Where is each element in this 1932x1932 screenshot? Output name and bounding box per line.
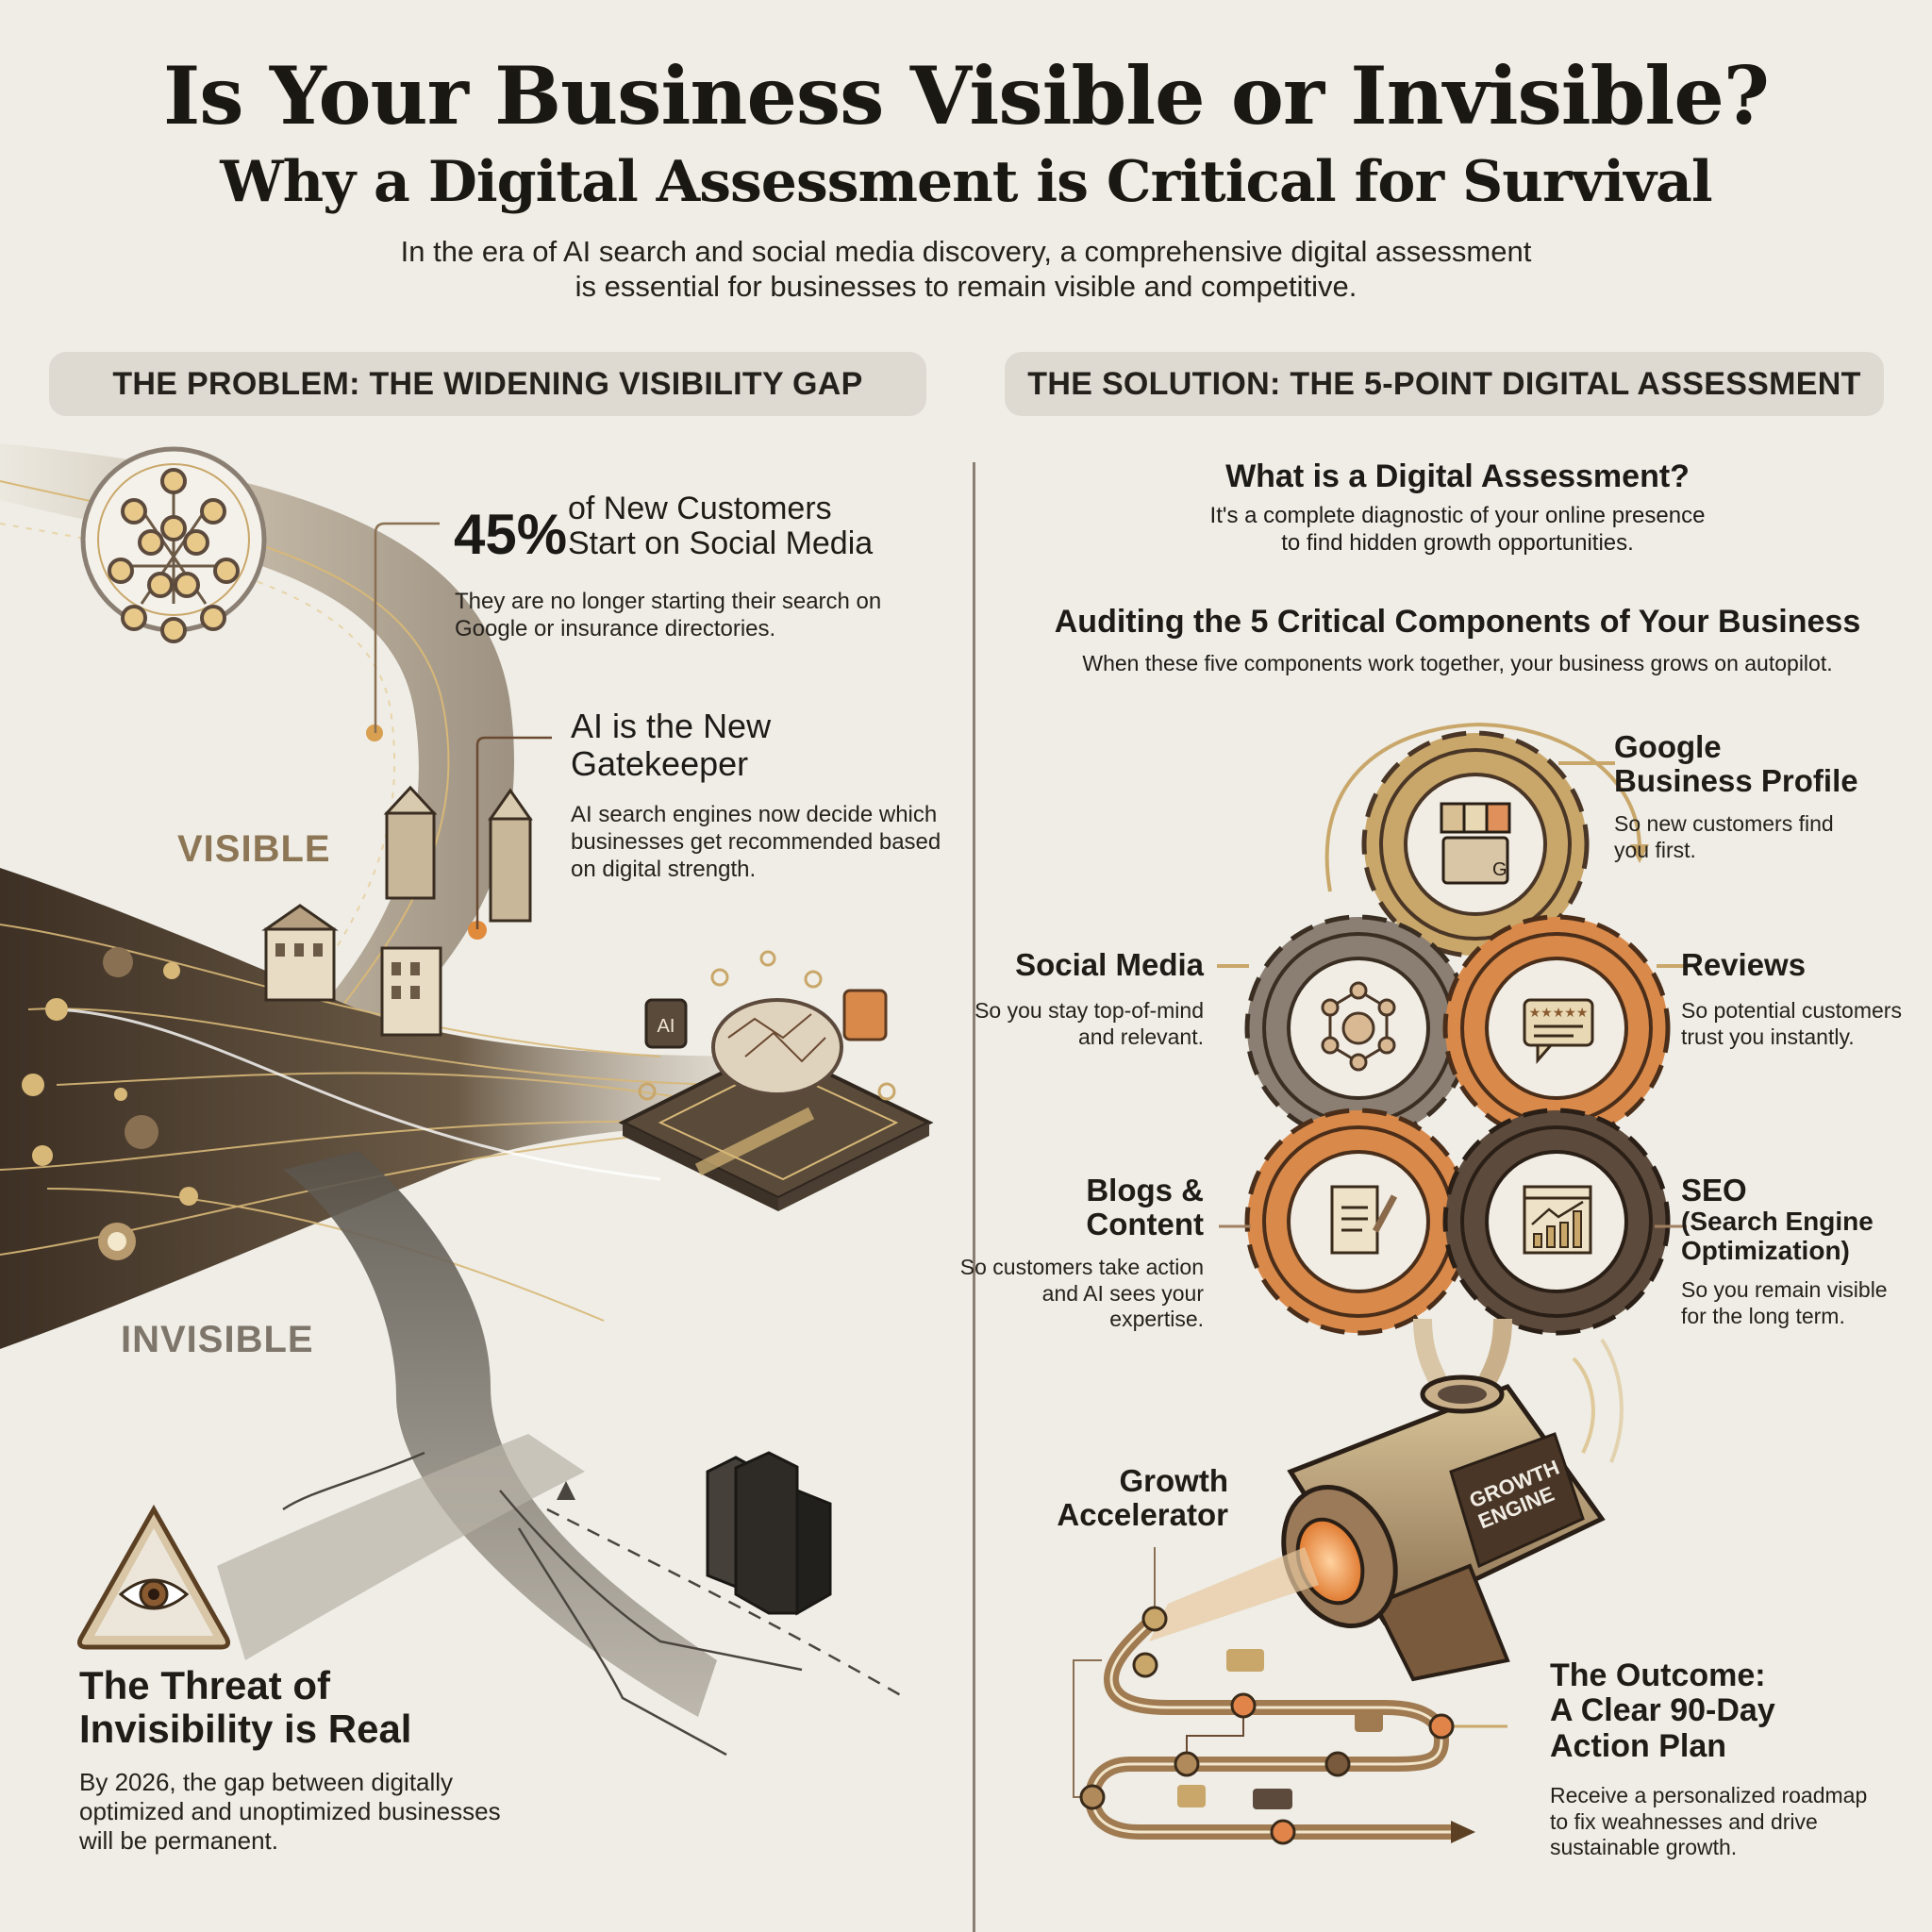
svg-text:G: G — [1492, 859, 1507, 880]
stat-description: They are no longer starting their search… — [455, 589, 882, 641]
component-desc-reviews: So potential customers trust you instant… — [1681, 998, 1902, 1049]
growth-engine-illustration: G ★★★★★ — [1073, 722, 1689, 1845]
component-title-blogs-content: Blogs & Content — [943, 1173, 1204, 1242]
intro-line-1: In the era of AI search and social media… — [400, 235, 1532, 268]
ai-gatekeeper-title: AI is the New Gatekeeper — [571, 708, 948, 782]
document-pen-icon — [1330, 1185, 1398, 1255]
threat-title: The Threat of Invisibility is Real — [79, 1663, 551, 1752]
visibility-gap-illustration: AI — [0, 443, 934, 1757]
visible-road — [0, 443, 514, 1019]
invisible-road-label: INVISIBLE — [121, 1319, 314, 1360]
intro-line-2: is essential for businesses to remain vi… — [575, 270, 1357, 304]
converging-data-wave — [0, 868, 830, 1349]
accelerator-line-2: Accelerator — [1057, 1497, 1228, 1533]
gbp-title-line-1: Google — [1614, 729, 1722, 764]
stat-label-line-2: Start on Social Media — [568, 525, 874, 561]
ai-gatekeeper-description: AI search engines now decide which busin… — [571, 802, 941, 882]
social-network-icon — [80, 446, 267, 643]
storefront-icon: G — [1440, 802, 1511, 885]
milestone-note-icons — [1177, 1649, 1383, 1809]
page-title: Is Your Business Visible or Invisible? — [163, 49, 1770, 142]
component-desc-seo: So you remain visible for the long term. — [1681, 1277, 1888, 1328]
star-review-icon: ★★★★★ — [1523, 998, 1594, 1064]
component-desc-google-business-profile: So new customers find you first. — [1614, 811, 1834, 862]
blog-title-line-1: Blogs & — [1086, 1173, 1204, 1208]
svg-text:AI: AI — [658, 1016, 675, 1037]
ai-title-line-1: AI is the New — [571, 707, 772, 745]
outcome-title-line-3: Action Plan — [1550, 1727, 1727, 1764]
outcome-title-line-2: A Clear 90-Day — [1550, 1692, 1775, 1729]
component-title-social-media: Social Media — [1015, 947, 1204, 982]
column-divider — [973, 462, 975, 1932]
page-subtitle: Why a Digital Assessment is Critical for… — [220, 149, 1712, 215]
ai-brain-icon: AI — [618, 950, 934, 1211]
solution-section-header: THE SOLUTION: THE 5-POINT DIGITAL ASSESS… — [1005, 352, 1884, 416]
component-title-reviews: Reviews — [1681, 947, 1807, 982]
gbp-title-line-2: Business Profile — [1614, 763, 1858, 799]
stat-label-line-1: of New Customers — [568, 491, 832, 526]
threat-title-line-1: The Threat of — [79, 1663, 331, 1707]
what-is-assessment-title: What is a Digital Assessment? — [1225, 458, 1690, 494]
problem-section-header: THE PROBLEM: THE WIDENING VISIBILITY GAP — [49, 352, 926, 416]
intro-text: In the era of AI search and social media… — [258, 234, 1674, 304]
component-title-google-business-profile: Google Business Profile — [1614, 729, 1897, 799]
what-is-assessment-description: It's a complete diagnostic of your onlin… — [981, 503, 1932, 558]
outcome-description: Receive a personalized roadmap to fix we… — [1550, 1783, 1868, 1860]
audit-title: Auditing the 5 Critical Components of Yo… — [1054, 604, 1861, 640]
outcome-title: The Outcome: A Clear 90-Day Action Plan — [1550, 1657, 1890, 1764]
accelerator-line-1: Growth — [1119, 1463, 1228, 1498]
svg-text:★★★★★: ★★★★★ — [1529, 1005, 1589, 1020]
growth-accelerator-label: Growth Accelerator — [1009, 1463, 1228, 1533]
social-network-hub-icon — [1321, 981, 1396, 1072]
stat-value: 45% — [454, 503, 568, 566]
growth-chart-icon — [1523, 1185, 1592, 1255]
blog-title-line-2: Content — [1086, 1207, 1204, 1242]
invisible-building-icon — [706, 1451, 832, 1616]
what-body-line-2: to find hidden growth opportunities. — [1281, 529, 1634, 556]
component-desc-social-media: So you stay top-of-mind and relevant. — [974, 998, 1204, 1049]
component-title-seo: SEO (Search Engine Optimization) — [1681, 1173, 1917, 1266]
seo-title-line-2: (Search Engine Optimization) — [1681, 1207, 1874, 1266]
component-desc-blogs-content: So customers take action and AI sees you… — [959, 1255, 1204, 1332]
threat-title-line-2: Invisibility is Real — [79, 1707, 412, 1752]
visible-road-label: VISIBLE — [177, 828, 331, 870]
ai-title-line-2: Gatekeeper — [571, 743, 749, 783]
invisible-road — [283, 1151, 717, 1717]
seo-title-line-1: SEO — [1681, 1173, 1747, 1208]
what-body-line-1: It's a complete diagnostic of your onlin… — [1209, 503, 1706, 528]
outcome-title-line-1: The Outcome: — [1550, 1657, 1766, 1693]
growth-engine: GROWTH ENGINE — [1281, 1338, 1624, 1682]
threat-description: By 2026, the gap between digitally optim… — [79, 1768, 501, 1856]
audit-description: When these five components work together… — [1082, 651, 1833, 675]
warning-eye-icon — [77, 1504, 230, 1650]
